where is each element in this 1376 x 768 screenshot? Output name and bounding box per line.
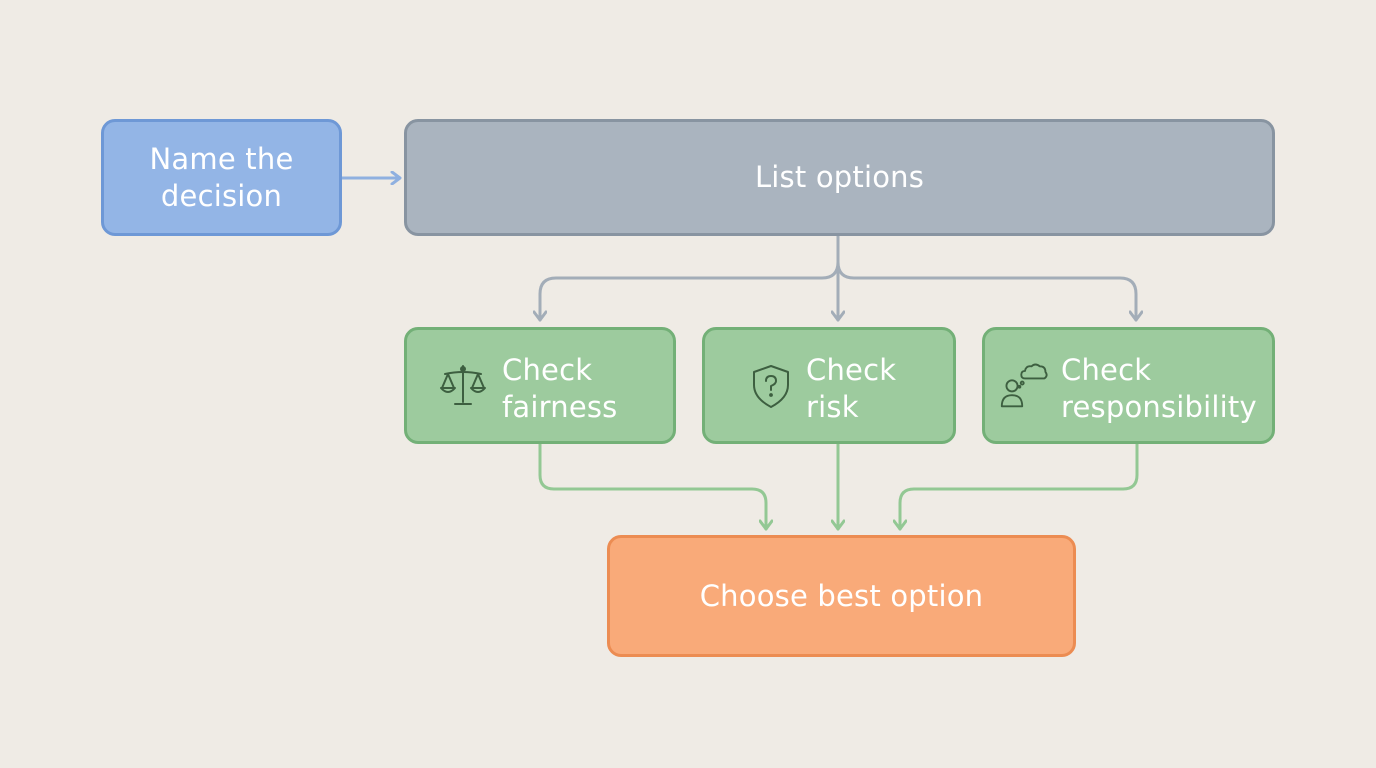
node-list-options-label: List options — [754, 160, 925, 194]
node-check-responsibility-label: Check responsibility — [1061, 353, 1257, 424]
node-name-decision: Name the decision — [101, 119, 342, 236]
node-choose-best-option-label: Choose best option — [699, 578, 984, 613]
arrows-list-to-checks — [540, 234, 1136, 322]
scales-icon — [440, 365, 486, 405]
node-check-risk: Check risk — [702, 327, 956, 444]
node-check-responsibility: Check responsibility — [982, 327, 1275, 444]
node-name-decision-label: Name the decision — [149, 141, 294, 213]
node-check-fairness: Check fairness — [404, 327, 676, 444]
arrows-checks-to-choose — [538, 442, 1139, 531]
person-thought-icon — [1000, 363, 1048, 408]
node-check-fairness-label: Check fairness — [502, 353, 618, 424]
node-choose-best-option: Choose best option — [607, 535, 1076, 657]
node-check-risk-label: Check risk — [806, 353, 897, 424]
shield-question-icon — [753, 365, 789, 408]
node-list-options: List options — [404, 119, 1275, 236]
